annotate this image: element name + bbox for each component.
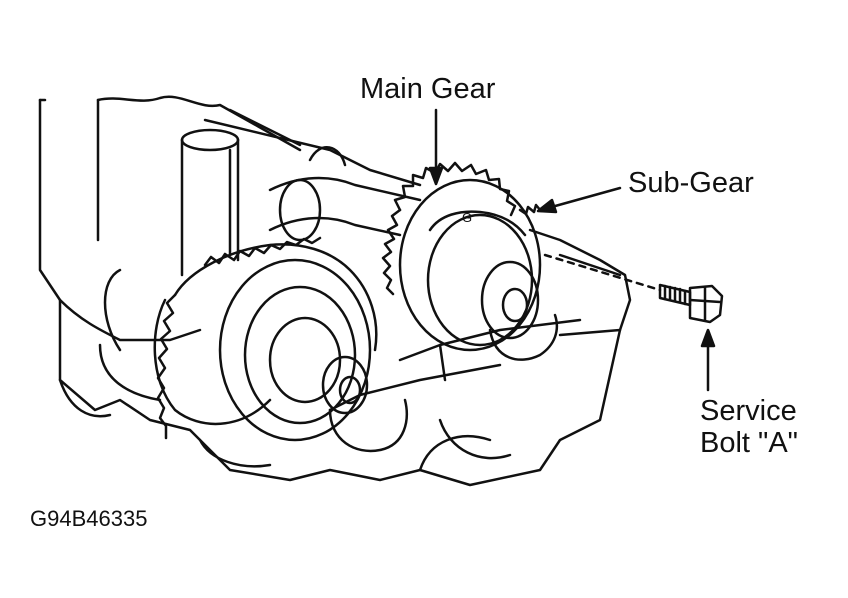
front-journal [480, 228, 632, 340]
rear-cam-gear [103, 236, 378, 442]
service-bolt-label-line2: Bolt "A" [700, 427, 798, 459]
service-bolt-label-line1: Service [700, 395, 797, 427]
figure-id: G94B46335 [30, 506, 148, 531]
callout-arrows [428, 108, 716, 392]
lower-casting [58, 378, 512, 472]
bearing-caps [321, 313, 582, 453]
service-bolt [658, 283, 724, 324]
bolt-alignment-line [543, 253, 662, 292]
main-gear [381, 161, 542, 352]
sub-gear [428, 203, 543, 237]
sub-gear-label: Sub-Gear [628, 167, 754, 199]
camshaft [268, 146, 422, 242]
main-gear-label: Main Gear [360, 73, 496, 105]
service-bolt-label: Service Bolt "A" [700, 395, 820, 459]
cylinder-head-outline [38, 95, 622, 487]
gear-timing-mark: G [462, 210, 472, 225]
spark-plug-tube [180, 128, 240, 277]
